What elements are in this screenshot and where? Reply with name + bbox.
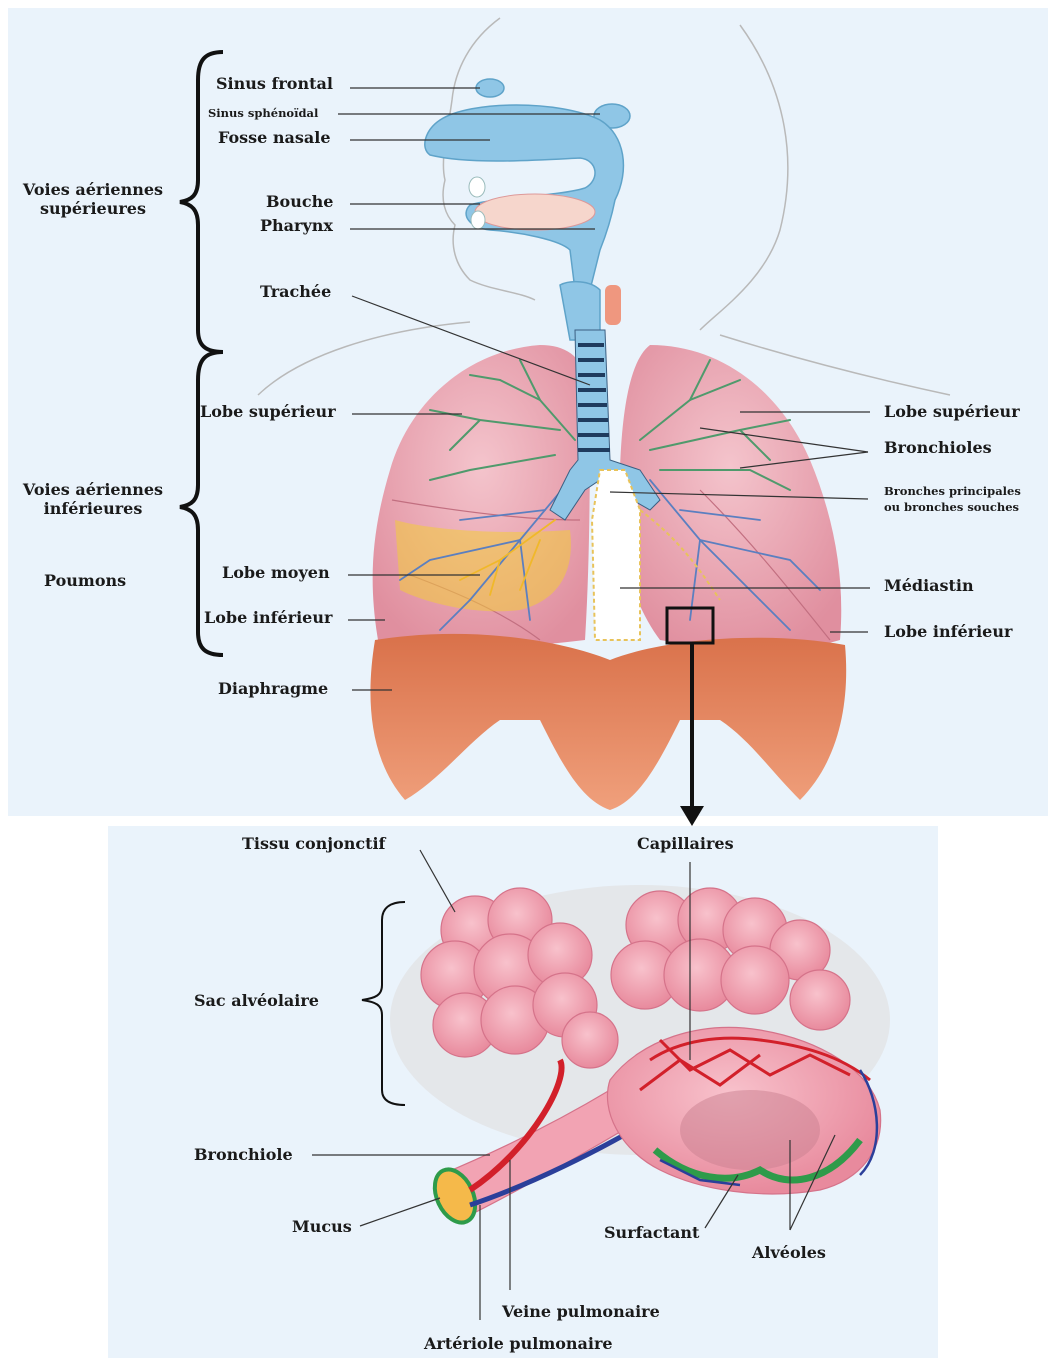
brace-upper — [180, 52, 223, 352]
label-sac-alveolaire: Sac alvéolaire — [194, 991, 319, 1010]
label-bronchiole: Bronchiole — [194, 1145, 293, 1164]
group-voies-sup-line2: supérieures — [12, 199, 174, 218]
mouth-cavity — [475, 194, 595, 230]
label-lobe-inferieur-left: Lobe inférieur — [204, 608, 332, 627]
label-pharynx: Pharynx — [260, 216, 333, 235]
label-diaphragme: Diaphragme — [218, 679, 328, 698]
label-alveoles: Alvéoles — [752, 1243, 826, 1262]
label-surfactant: Surfactant — [604, 1223, 699, 1242]
label-lobe-inferieur-right: Lobe inférieur — [884, 622, 1012, 641]
group-voies-sup-line1: Voies aériennes — [12, 180, 174, 199]
label-lobe-moyen: Lobe moyen — [222, 563, 330, 582]
label-mucus: Mucus — [292, 1217, 352, 1236]
mediastinum — [592, 470, 640, 640]
label-bronchioles: Bronchioles — [884, 438, 992, 457]
label-bouche: Bouche — [266, 192, 333, 211]
label-lobe-superieur-left: Lobe supérieur — [200, 402, 336, 421]
esophagus — [605, 285, 621, 325]
label-sinus-sphenoidal: Sinus sphénoïdal — [208, 106, 318, 120]
label-veine-pulmonaire: Veine pulmonaire — [502, 1302, 660, 1321]
group-voies-inf-line2: inférieures — [12, 499, 174, 518]
label-mediastin: Médiastin — [884, 576, 974, 595]
group-voies-superieures: Voies aériennes supérieures — [12, 180, 174, 218]
label-tissu-conjonctif: Tissu conjonctif — [242, 834, 385, 853]
label-bronches-line2: ou bronches souches — [884, 500, 1019, 514]
diaphragm — [370, 634, 846, 810]
label-trachee: Trachée — [260, 282, 331, 301]
label-lobe-superieur-right: Lobe supérieur — [884, 402, 1020, 421]
label-fosse-nasale: Fosse nasale — [218, 128, 331, 147]
group-voies-inferieures: Voies aériennes inférieures — [12, 480, 174, 518]
label-sinus-frontal: Sinus frontal — [216, 74, 333, 93]
label-bronches-line1: Bronches principales — [884, 484, 1021, 498]
group-poumons: Poumons — [44, 571, 126, 590]
group-voies-inf-line1: Voies aériennes — [12, 480, 174, 499]
label-arteriole-pulmonaire: Artériole pulmonaire — [424, 1334, 613, 1353]
label-capillaires: Capillaires — [637, 834, 734, 853]
lower-lip — [471, 211, 485, 229]
zoom-arrow-head — [680, 806, 704, 826]
upper-lip — [469, 177, 485, 197]
frontal-sinus — [476, 79, 504, 97]
